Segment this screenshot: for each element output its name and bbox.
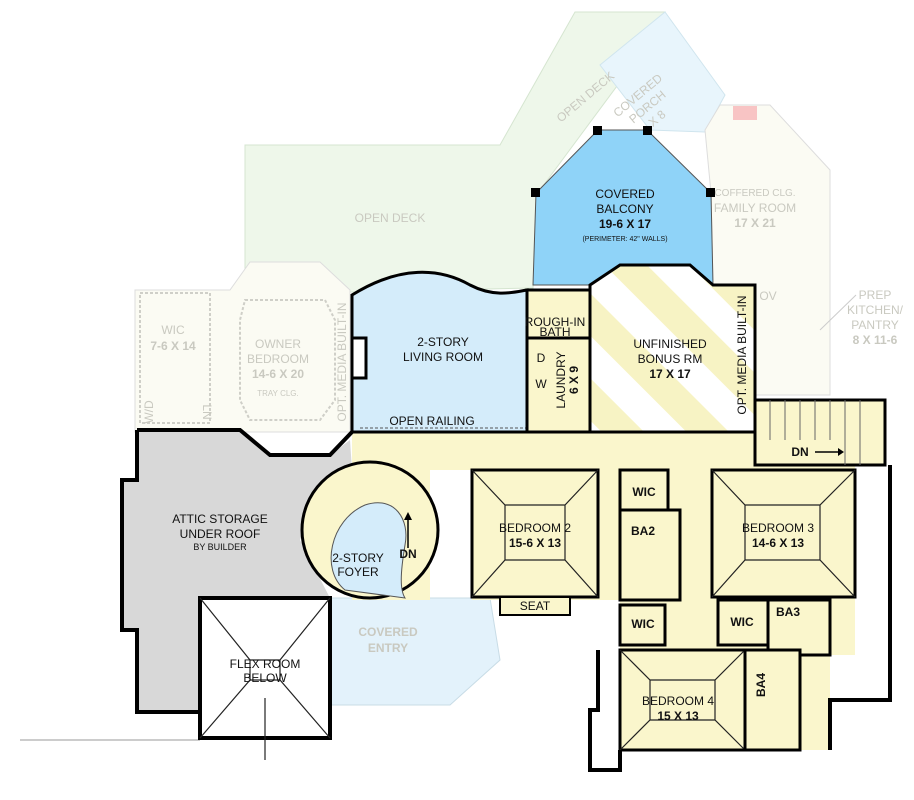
svg-text:ROUGH-IN: ROUGH-IN [525,315,586,329]
svg-text:14-6 X 13: 14-6 X 13 [752,536,804,550]
covered-entry-label: COVERED ENTRY [358,625,418,655]
laundry-bath-area [525,288,592,434]
svg-text:15 X 13: 15 X 13 [657,709,699,723]
ba2-label: BA2 [631,524,655,538]
ln-label: LN [200,404,214,419]
attic-storage [122,430,352,712]
svg-text:BEDROOM 3: BEDROOM 3 [742,521,814,535]
bedroom-4 [618,648,747,752]
svg-text:TRAY CLG.: TRAY CLG. [257,389,299,398]
foyer-label: 2-STORY FOYER [332,551,384,579]
bonus-room [588,263,757,434]
svg-text:PANTRY: PANTRY [851,318,899,332]
svg-text:WIC: WIC [161,323,185,337]
ba4-label: BA4 [754,673,768,697]
covered-entry-area [329,597,501,706]
bedroom4-label: BEDROOM 4 15 X 13 [642,694,714,723]
fireplace [733,106,757,120]
svg-text:2-STORY: 2-STORY [417,335,469,349]
svg-text:KITCHEN/: KITCHEN/ [847,303,904,317]
svg-text:6 X 9: 6 X 9 [567,366,581,394]
svg-text:BY BUILDER: BY BUILDER [193,542,247,552]
laundry-label: LAUNDRY 6 X 9 [554,351,581,408]
stair-dn-right-label: DN [791,445,808,459]
svg-text:BATH: BATH [539,325,570,339]
ba3-label: BA3 [776,605,800,619]
ov-label: OV [759,289,776,303]
svg-text:BEDROOM: BEDROOM [247,352,309,366]
family-room-label: COFFERED CLG. FAMILY ROOM 17 X 21 [714,188,796,230]
open-deck-label: OPEN DECK [355,211,426,225]
svg-text:FOYER: FOYER [337,565,379,579]
svg-text:LIVING ROOM: LIVING ROOM [403,350,483,364]
svg-text:COFFERED CLG.: COFFERED CLG. [714,188,795,199]
svg-text:PREP: PREP [859,288,892,302]
bedroom-2 [470,468,600,599]
bonus-media-label: OPT. MEDIA BUILT-IN [735,295,749,414]
wic-top-label: WIC [632,485,656,499]
svg-text:(PERIMETER: 42" WALLS): (PERIMETER: 42" WALLS) [582,236,667,243]
svg-text:FLEX ROOM: FLEX ROOM [230,657,301,671]
open-railing-label: OPEN RAILING [389,414,474,428]
svg-text:15-6 X 13: 15-6 X 13 [509,536,561,550]
svg-text:LAUNDRY: LAUNDRY [554,351,568,408]
foyer-well [330,502,407,599]
svg-text:8 X 11-6: 8 X 11-6 [853,333,898,347]
svg-text:FAMILY ROOM: FAMILY ROOM [714,201,796,215]
wic-mid [618,603,667,647]
bedroom3-label: BEDROOM 3 14-6 X 13 [742,521,814,550]
svg-text:2-STORY: 2-STORY [332,551,384,565]
svg-text:UNFINISHED: UNFINISHED [633,337,707,351]
svg-text:7-6 X 14: 7-6 X 14 [150,339,196,353]
flex-room-label: FLEX ROOM BELOW [230,657,301,685]
covered-balcony-label: COVERED BALCONY 19-6 X 17 (PERIMETER: 42… [582,187,667,243]
svg-text:BEDROOM 2: BEDROOM 2 [499,521,571,535]
svg-text:COVERED: COVERED [595,187,655,201]
svg-text:UNDER ROOF: UNDER ROOF [180,527,261,541]
wic-mid-label: WIC [631,617,655,631]
svg-text:OWNER: OWNER [255,337,301,351]
svg-text:BONUS RM: BONUS RM [638,352,703,366]
seat [499,596,571,616]
svg-text:ATTIC STORAGE: ATTIC STORAGE [172,512,268,526]
owner-bedroom-label: OWNER BEDROOM 14-6 X 20 TRAY CLG. [247,337,309,398]
wic-top [618,468,670,512]
svg-text:BELOW: BELOW [243,671,287,685]
owner-media-label: OPT. MEDIA BUILT-IN [335,302,349,421]
ba4 [743,648,802,752]
svg-text:14-6 X 20: 14-6 X 20 [252,367,304,381]
prep-kitchen-label: PREP KITCHEN/ PANTRY 8 X 11-6 [847,288,904,347]
bedroom2-label: BEDROOM 2 15-6 X 13 [499,521,571,550]
seat-label: SEAT [520,599,551,613]
svg-text:19-6 X 17: 19-6 X 17 [599,217,651,231]
balcony-columns [531,126,715,197]
bonus-room-label: UNFINISHED BONUS RM 17 X 17 [633,337,707,381]
svg-text:COVERED: COVERED [358,625,418,639]
attic-label: ATTIC STORAGE UNDER ROOF BY BUILDER [172,512,268,552]
washer-label: W [535,377,547,391]
living-room [350,270,529,434]
svg-text:17 X 17: 17 X 17 [649,367,691,381]
dryer-label: D [537,351,546,365]
svg-text:ENTRY: ENTRY [368,641,408,655]
wic-right-label: WIC [730,615,754,629]
wd-label: W/D [142,400,156,424]
stairs-right [753,398,887,467]
rough-in-bath-label: ROUGH-IN BATH [525,315,586,339]
living-room-label: 2-STORY LIVING ROOM [403,335,483,364]
bedroom-3 [710,468,857,599]
stair-dn-label: DN [399,547,416,561]
ba2 [618,508,682,602]
svg-text:BALCONY: BALCONY [596,202,653,216]
svg-text:BEDROOM 4: BEDROOM 4 [642,694,714,708]
svg-text:17 X 21: 17 X 21 [734,216,776,230]
wic-ghost-label: WIC 7-6 X 14 [150,323,196,353]
